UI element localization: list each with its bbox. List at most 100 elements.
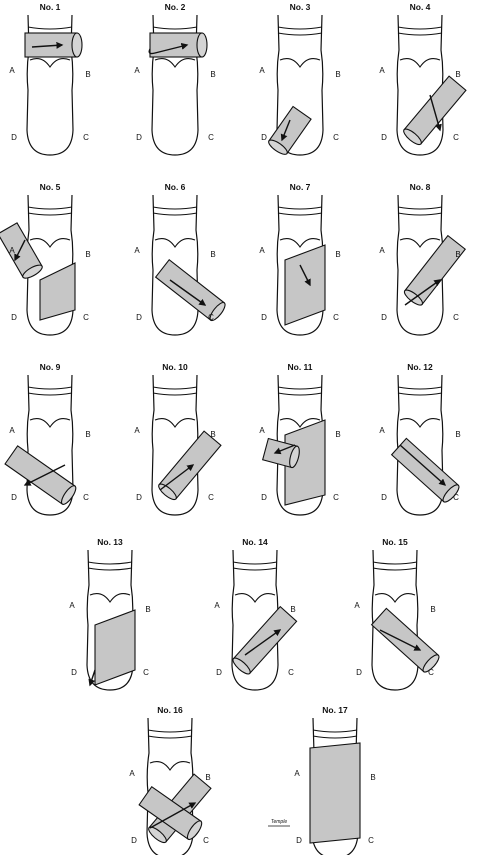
- bandage-roll: [442, 484, 460, 503]
- corner-label-c: C: [453, 493, 459, 502]
- corner-label-a: A: [379, 246, 385, 255]
- direction-arrow: [273, 444, 296, 455]
- corner-label-c: C: [208, 133, 214, 142]
- bandage-wrap: [403, 234, 466, 306]
- panel-number: No. 1: [40, 2, 61, 12]
- corner-label-b: B: [335, 70, 340, 79]
- bandage-wrap: [154, 259, 226, 322]
- direction-arrow: [244, 629, 282, 656]
- artist-signature: Temple: [271, 819, 287, 825]
- corner-label-d: D: [381, 313, 387, 322]
- panel-number: No. 8: [410, 182, 431, 192]
- corner-label-d: D: [71, 668, 77, 677]
- corner-label-b: B: [210, 250, 215, 259]
- bandage-roll: [232, 657, 251, 675]
- corner-label-d: D: [381, 493, 387, 502]
- bandage-roll: [403, 128, 422, 146]
- direction-arrow: [31, 41, 64, 49]
- panel-number: No. 17: [322, 705, 348, 715]
- corner-label-c: C: [83, 493, 89, 502]
- corner-label-a: A: [9, 426, 15, 435]
- garter-bands: [397, 206, 443, 216]
- corner-label-d: D: [216, 668, 222, 677]
- corner-label-b: B: [210, 70, 215, 79]
- garter-bands: [372, 561, 418, 571]
- direction-arrow: [149, 802, 197, 829]
- corner-label-a: A: [259, 426, 265, 435]
- corner-label-b: B: [85, 70, 90, 79]
- corner-label-b: B: [335, 250, 340, 259]
- corner-label-d: D: [356, 668, 362, 677]
- bandage-wrap: [149, 32, 203, 58]
- corner-label-b: B: [335, 430, 340, 439]
- garter-bands: [397, 26, 443, 36]
- panel-number: No. 16: [157, 705, 183, 715]
- corner-label-a: A: [259, 246, 265, 255]
- panel-number: No. 2: [165, 2, 186, 12]
- panel-number: No. 4: [410, 2, 431, 12]
- corner-label-d: D: [11, 313, 17, 322]
- corner-label-b: B: [85, 430, 90, 439]
- corner-label-c: C: [453, 313, 459, 322]
- direction-arrow: [299, 264, 311, 287]
- panel-number: No. 10: [162, 362, 188, 372]
- garter-bands: [152, 386, 198, 396]
- direction-arrow: [159, 464, 195, 491]
- panel-number: No. 14: [242, 537, 268, 547]
- corner-label-b: B: [85, 250, 90, 259]
- direction-arrow: [399, 444, 447, 486]
- corner-label-a: A: [129, 769, 135, 778]
- stump-crease: [279, 238, 321, 248]
- corner-label-b: B: [290, 605, 295, 614]
- corner-label-a: A: [134, 426, 140, 435]
- corner-label-d: D: [11, 493, 17, 502]
- stump-crease: [374, 593, 416, 603]
- stump-crease: [154, 238, 196, 248]
- corner-label-d: D: [11, 133, 17, 142]
- bandage-roll: [268, 139, 288, 155]
- panel-number: No. 13: [97, 537, 123, 547]
- stump-crease: [234, 593, 276, 603]
- stump-crease: [29, 58, 71, 68]
- bandage-wrap: [268, 105, 312, 155]
- corner-label-c: C: [83, 313, 89, 322]
- corner-label-c: C: [208, 313, 214, 322]
- corner-label-d: D: [261, 133, 267, 142]
- stump-crease: [399, 58, 441, 68]
- stump-crease: [279, 418, 321, 428]
- corner-label-b: B: [205, 773, 210, 782]
- garter-bands: [147, 729, 193, 739]
- corner-label-a: A: [134, 66, 140, 75]
- corner-label-c: C: [333, 493, 339, 502]
- corner-label-d: D: [296, 836, 302, 845]
- garter-bands: [312, 729, 358, 739]
- stump-crease: [149, 761, 191, 771]
- bandage-roll: [186, 820, 203, 841]
- bandage-roll: [209, 301, 226, 322]
- stump-crease: [399, 238, 441, 248]
- direction-arrow: [148, 42, 189, 55]
- corner-label-a: A: [379, 426, 385, 435]
- bandage-wrap: [94, 609, 136, 686]
- panel-number: No. 11: [287, 362, 312, 372]
- garter-bands: [27, 386, 73, 396]
- garter-bands: [87, 561, 133, 571]
- corner-label-b: B: [370, 773, 375, 782]
- stump-crease: [399, 418, 441, 428]
- bandage-roll: [422, 654, 440, 673]
